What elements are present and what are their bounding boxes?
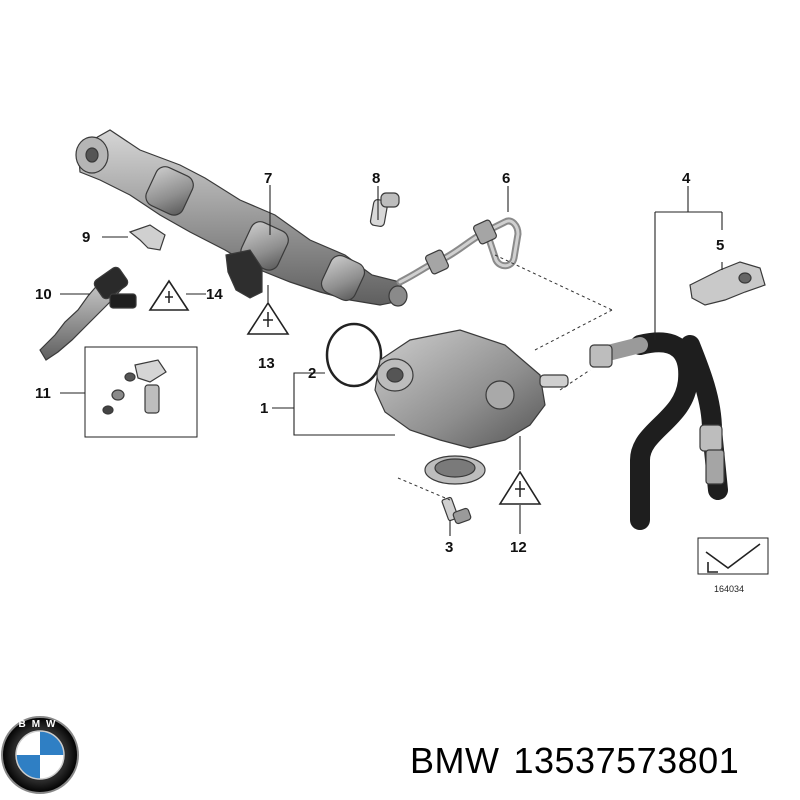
callout-8: 8 [372, 170, 380, 187]
hose-bracket [689, 261, 766, 306]
electric-warning-icon-12 [498, 470, 542, 505]
svg-text:BMW: BMW [19, 719, 62, 730]
callout-14: 14 [206, 286, 223, 303]
callout-2: 2 [308, 365, 316, 382]
callout-10: 10 [35, 286, 52, 303]
o-ring [325, 322, 383, 388]
bmw-logo-icon: BMW [1, 716, 79, 794]
fuel-injector [39, 266, 137, 361]
footer-caption: BMW 13537573801 [410, 740, 753, 782]
callout-11: 11 [35, 385, 51, 402]
guide-lines [397, 254, 613, 501]
callout-7: 7 [264, 170, 272, 187]
callout-5: 5 [716, 237, 724, 254]
reference-code: 164034 [714, 584, 744, 594]
callout-1: 1 [260, 400, 268, 417]
brand-name: BMW [410, 740, 500, 781]
callout-6: 6 [502, 170, 510, 187]
high-pressure-pump [374, 329, 569, 485]
electric-warning-icon-13 [246, 301, 290, 335]
fuel-hose [589, 332, 728, 530]
part-number: 13537573801 [513, 740, 740, 781]
electric-warning-icon-14 [148, 279, 190, 311]
mounting-bolt [441, 496, 472, 525]
fuel-rail [75, 129, 408, 307]
callout-9: 9 [82, 229, 90, 246]
reference-box [697, 537, 769, 575]
high-pressure-line [396, 217, 522, 286]
callout-3: 3 [445, 539, 453, 556]
callout-4: 4 [682, 170, 691, 187]
callout-12: 12 [510, 539, 527, 556]
pressure-sensor [369, 192, 400, 227]
callout-13: 13 [258, 355, 275, 372]
seal-kit-box [84, 346, 198, 438]
injector-clip [128, 224, 166, 251]
leader-lines [60, 185, 723, 536]
